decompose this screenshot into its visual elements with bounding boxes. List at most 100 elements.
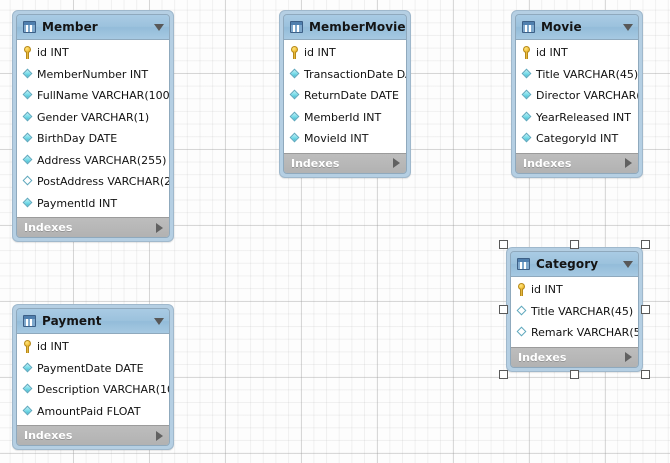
column-icon bbox=[290, 133, 301, 144]
triangle-right-icon[interactable] bbox=[156, 430, 163, 441]
column-row[interactable]: TransactionDate DATE bbox=[284, 64, 406, 86]
triangle-right-icon[interactable] bbox=[625, 352, 632, 362]
selection-handles bbox=[499, 240, 650, 379]
column-icon bbox=[290, 69, 301, 80]
resize-handle-se[interactable] bbox=[641, 370, 650, 379]
table-header-movie[interactable]: Movie bbox=[516, 15, 638, 40]
column-label: Description VARCHAR(100) bbox=[37, 383, 169, 397]
column-row[interactable]: BirthDay DATE bbox=[17, 128, 169, 150]
column-row[interactable]: Title VARCHAR(45) bbox=[516, 64, 638, 86]
indexes-section[interactable]: Indexes bbox=[284, 152, 406, 173]
resize-handle-w[interactable] bbox=[499, 305, 508, 314]
triangle-right-icon[interactable] bbox=[625, 158, 632, 168]
table-name-label: Movie bbox=[541, 20, 582, 34]
resize-handle-e[interactable] bbox=[641, 305, 650, 314]
indexes-label: Indexes bbox=[24, 221, 73, 234]
column-row[interactable]: id INT bbox=[511, 279, 638, 301]
table-figure-movie[interactable]: Movie id INT Title VARCHAR(45) Director VAR… bbox=[511, 10, 643, 178]
column-row[interactable]: Address VARCHAR(255) bbox=[17, 150, 169, 172]
column-row[interactable]: Director VARCHAR(45) bbox=[516, 85, 638, 107]
indexes-section[interactable]: Indexes bbox=[511, 346, 638, 367]
resize-handle-nw[interactable] bbox=[499, 240, 508, 249]
column-label: AmountPaid FLOAT bbox=[37, 404, 141, 418]
column-icon bbox=[522, 69, 533, 80]
column-row[interactable]: id INT bbox=[284, 42, 406, 64]
column-row[interactable]: id INT bbox=[516, 42, 638, 64]
column-row[interactable]: Title VARCHAR(45) bbox=[511, 301, 638, 323]
table-header-category[interactable]: Category bbox=[511, 252, 638, 277]
table-columns: id INT Title VARCHAR(45) Remark VARCHAR(50… bbox=[511, 277, 638, 347]
column-label: Director VARCHAR(45) bbox=[536, 89, 639, 103]
column-icon bbox=[522, 133, 533, 144]
column-row[interactable]: ReturnDate DATE bbox=[284, 85, 406, 107]
table-header-payment[interactable]: Payment bbox=[17, 309, 169, 334]
caret-down-icon[interactable] bbox=[623, 260, 633, 268]
column-label: Address VARCHAR(255) bbox=[37, 153, 167, 167]
caret-down-icon[interactable] bbox=[623, 23, 633, 31]
column-row[interactable]: MemberId INT bbox=[284, 107, 406, 129]
column-icon bbox=[23, 112, 34, 123]
column-label: Remark VARCHAR(500) bbox=[531, 326, 639, 340]
column-row[interactable]: Description VARCHAR(100) bbox=[17, 379, 169, 401]
primary-key-icon bbox=[290, 46, 301, 60]
resize-handle-ne[interactable] bbox=[641, 240, 650, 249]
caret-down-icon[interactable] bbox=[405, 23, 406, 31]
table-figure-payment[interactable]: Payment id INT PaymentDate DATE Description… bbox=[12, 304, 174, 450]
column-label: MemberId INT bbox=[304, 110, 382, 124]
column-label: PaymentDate DATE bbox=[37, 361, 144, 375]
column-row[interactable]: Remark VARCHAR(500) bbox=[511, 322, 638, 344]
column-row[interactable]: YearReleased INT bbox=[516, 107, 638, 129]
indexes-section[interactable]: Indexes bbox=[17, 217, 169, 237]
column-label: id INT bbox=[536, 46, 568, 60]
caret-down-icon[interactable] bbox=[154, 317, 164, 325]
column-row[interactable]: CategoryId INT bbox=[516, 128, 638, 150]
column-icon bbox=[23, 198, 34, 209]
table-figure-category[interactable]: Category id INT Title VARCHAR(45) Remark VA… bbox=[506, 247, 643, 372]
table-icon bbox=[522, 21, 535, 33]
column-row[interactable]: PaymentId INT bbox=[17, 193, 169, 215]
table-figure-membermovie[interactable]: MemberMovie id INT TransactionDate DATE Ret… bbox=[279, 10, 411, 178]
column-row[interactable]: PostAddress VARCHAR(255) bbox=[17, 171, 169, 193]
column-row[interactable]: AmountPaid FLOAT bbox=[17, 401, 169, 423]
column-row[interactable]: Gender VARCHAR(1) bbox=[17, 107, 169, 129]
triangle-right-icon[interactable] bbox=[156, 222, 163, 233]
column-icon bbox=[290, 90, 301, 101]
column-row[interactable]: MemberNumber INT bbox=[17, 64, 169, 86]
resize-handle-sw[interactable] bbox=[499, 370, 508, 379]
indexes-label: Indexes bbox=[291, 156, 340, 170]
primary-key-icon bbox=[23, 46, 34, 60]
column-label: CategoryId INT bbox=[536, 132, 619, 146]
table-header-membermovie[interactable]: MemberMovie bbox=[284, 15, 406, 40]
indexes-section[interactable]: Indexes bbox=[17, 425, 169, 445]
triangle-right-icon[interactable] bbox=[393, 158, 400, 168]
column-label: PostAddress VARCHAR(255) bbox=[37, 175, 170, 189]
column-icon bbox=[23, 406, 34, 417]
table-columns: id INT PaymentDate DATE Description VARCHA… bbox=[17, 334, 169, 425]
column-label: MovieId INT bbox=[304, 132, 369, 146]
column-row[interactable]: MovieId INT bbox=[284, 128, 406, 150]
table-icon bbox=[23, 315, 36, 327]
column-row[interactable]: id INT bbox=[17, 336, 169, 358]
indexes-label: Indexes bbox=[24, 429, 73, 442]
resize-handle-n[interactable] bbox=[570, 240, 579, 249]
column-label: BirthDay DATE bbox=[37, 132, 118, 146]
caret-down-icon[interactable] bbox=[154, 23, 164, 31]
column-label: id INT bbox=[37, 340, 69, 354]
column-icon bbox=[23, 155, 34, 166]
column-row[interactable]: PaymentDate DATE bbox=[17, 358, 169, 380]
column-row[interactable]: id INT bbox=[17, 42, 169, 64]
column-row[interactable]: FullName VARCHAR(100) bbox=[17, 85, 169, 107]
table-name-label: MemberMovie bbox=[309, 20, 406, 34]
table-columns: id INT TransactionDate DATE ReturnDate DAT… bbox=[284, 40, 406, 153]
table-inner: Category id INT Title VARCHAR(45) Remark VA… bbox=[510, 251, 639, 368]
column-label: Title VARCHAR(45) bbox=[531, 304, 634, 318]
column-label: PaymentId INT bbox=[37, 196, 118, 210]
column-label: TransactionDate DATE bbox=[304, 67, 406, 81]
table-header-member[interactable]: Member bbox=[17, 15, 169, 40]
table-name-label: Category bbox=[536, 257, 599, 271]
column-label: MemberNumber INT bbox=[37, 67, 149, 81]
resize-handle-s[interactable] bbox=[570, 370, 579, 379]
indexes-section[interactable]: Indexes bbox=[516, 152, 638, 173]
